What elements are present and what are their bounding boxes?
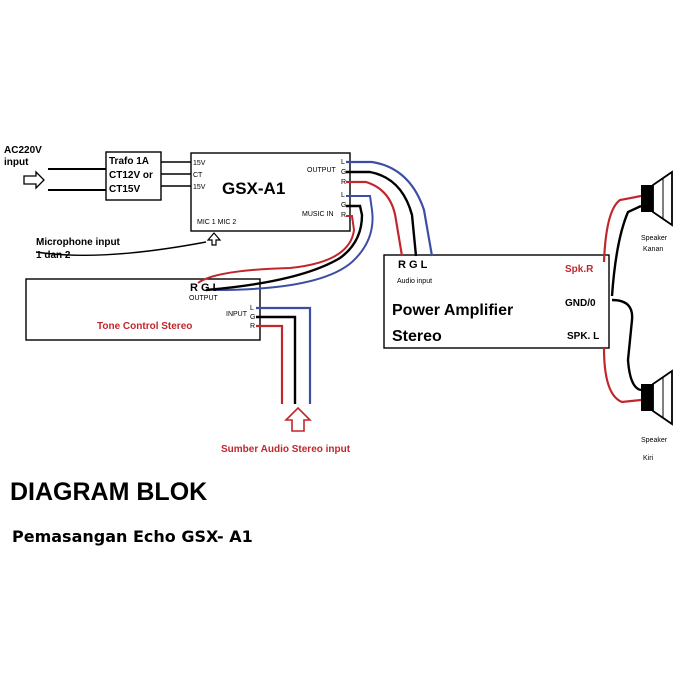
gsx-module-box xyxy=(190,152,351,232)
wire-tone-out-r-red xyxy=(197,215,356,284)
gsx-in-g: G xyxy=(341,202,346,209)
source-label: Sumber Audio Stereo input xyxy=(221,444,351,455)
power-amp-gnd: GND/0 xyxy=(565,298,596,309)
gsx-pin-ct: CT xyxy=(193,172,203,179)
mic-label-2: 1 dan 2 xyxy=(36,250,71,261)
wire-spk-l-black xyxy=(611,298,642,392)
wire-gsx-out-r-red xyxy=(346,180,404,257)
gsx-in-r: R xyxy=(341,212,346,219)
speaker-left-icon xyxy=(641,369,673,426)
wire-gsx-out-l-blue xyxy=(346,160,434,257)
wire-tone-out-l-blue xyxy=(215,195,374,291)
power-amp-box xyxy=(383,254,610,349)
tone-control-title: Tone Control Stereo xyxy=(97,321,192,332)
gsx-music-in-label: MUSIC IN xyxy=(302,211,334,218)
diagram-title: DIAGRAM BLOK xyxy=(10,478,208,506)
tone-control-in-r: R xyxy=(250,323,255,330)
speaker-right-label-1: Speaker xyxy=(641,235,668,242)
trafo-label-3: CT15V xyxy=(109,184,140,195)
mains-input-arrow xyxy=(23,170,45,190)
tone-control-rgl: R G L xyxy=(190,282,220,294)
power-amp-rgl: R G L xyxy=(398,259,428,271)
speaker-left-label-1: Speaker xyxy=(641,437,668,444)
mains-input-label-2: input xyxy=(4,157,29,168)
power-amp-title-2: Stereo xyxy=(392,328,442,345)
gsx-title: GSX-A1 xyxy=(222,179,285,198)
gsx-in-l: L xyxy=(341,192,345,199)
power-amp-spk-r: Spk.R xyxy=(565,264,594,275)
trafo-label-2: CT12V or xyxy=(109,170,153,181)
speaker-right-icon xyxy=(641,170,673,227)
power-amp-spk-l: SPK. L xyxy=(567,331,599,342)
mic-label-1: Microphone input xyxy=(36,237,121,248)
tone-control-in-l: L xyxy=(250,305,254,312)
power-amp-title-1: Power Amplifier xyxy=(392,302,513,319)
mains-input-label-1: AC220V xyxy=(4,145,42,156)
speaker-left-label-2: Kiri xyxy=(643,455,654,462)
wire-source-r-red xyxy=(256,324,284,404)
tone-control-output-label: OUTPUT xyxy=(189,295,219,302)
wire-tone-out-g-black xyxy=(205,204,364,292)
wire-source-l-blue xyxy=(256,306,312,404)
gsx-out-r: R xyxy=(341,179,346,186)
wire-source-g-black xyxy=(256,315,297,404)
gsx-pin-15v-b: 15V xyxy=(193,184,206,191)
tone-control-input-label: INPUT xyxy=(226,311,248,318)
wire-spk-l-red xyxy=(602,347,642,404)
wire-spk-r-black xyxy=(610,204,642,297)
tone-control-in-g: G xyxy=(250,314,255,321)
trafo-box xyxy=(105,151,162,201)
speaker-right-label-2: Kanan xyxy=(643,246,663,253)
source-input-arrow xyxy=(284,406,312,432)
gsx-output-label: OUTPUT xyxy=(307,167,337,174)
power-amp-audio-input-label: Audio input xyxy=(397,278,432,285)
gsx-out-l: L xyxy=(341,159,345,166)
gsx-mic-label: MIC 1 MIC 2 xyxy=(197,219,236,226)
gsx-pin-15v-a: 15V xyxy=(193,160,206,167)
mic-input-arrow xyxy=(206,232,222,246)
mic-input-wire xyxy=(35,241,207,257)
wire-spk-r-red xyxy=(602,194,642,263)
trafo-label-1: Trafo 1A xyxy=(109,156,149,167)
diagram-subtitle: Pemasangan Echo GSX- A1 xyxy=(12,527,253,546)
wire-gsx-out-g-black xyxy=(346,170,418,257)
gsx-out-g: G xyxy=(341,169,346,176)
